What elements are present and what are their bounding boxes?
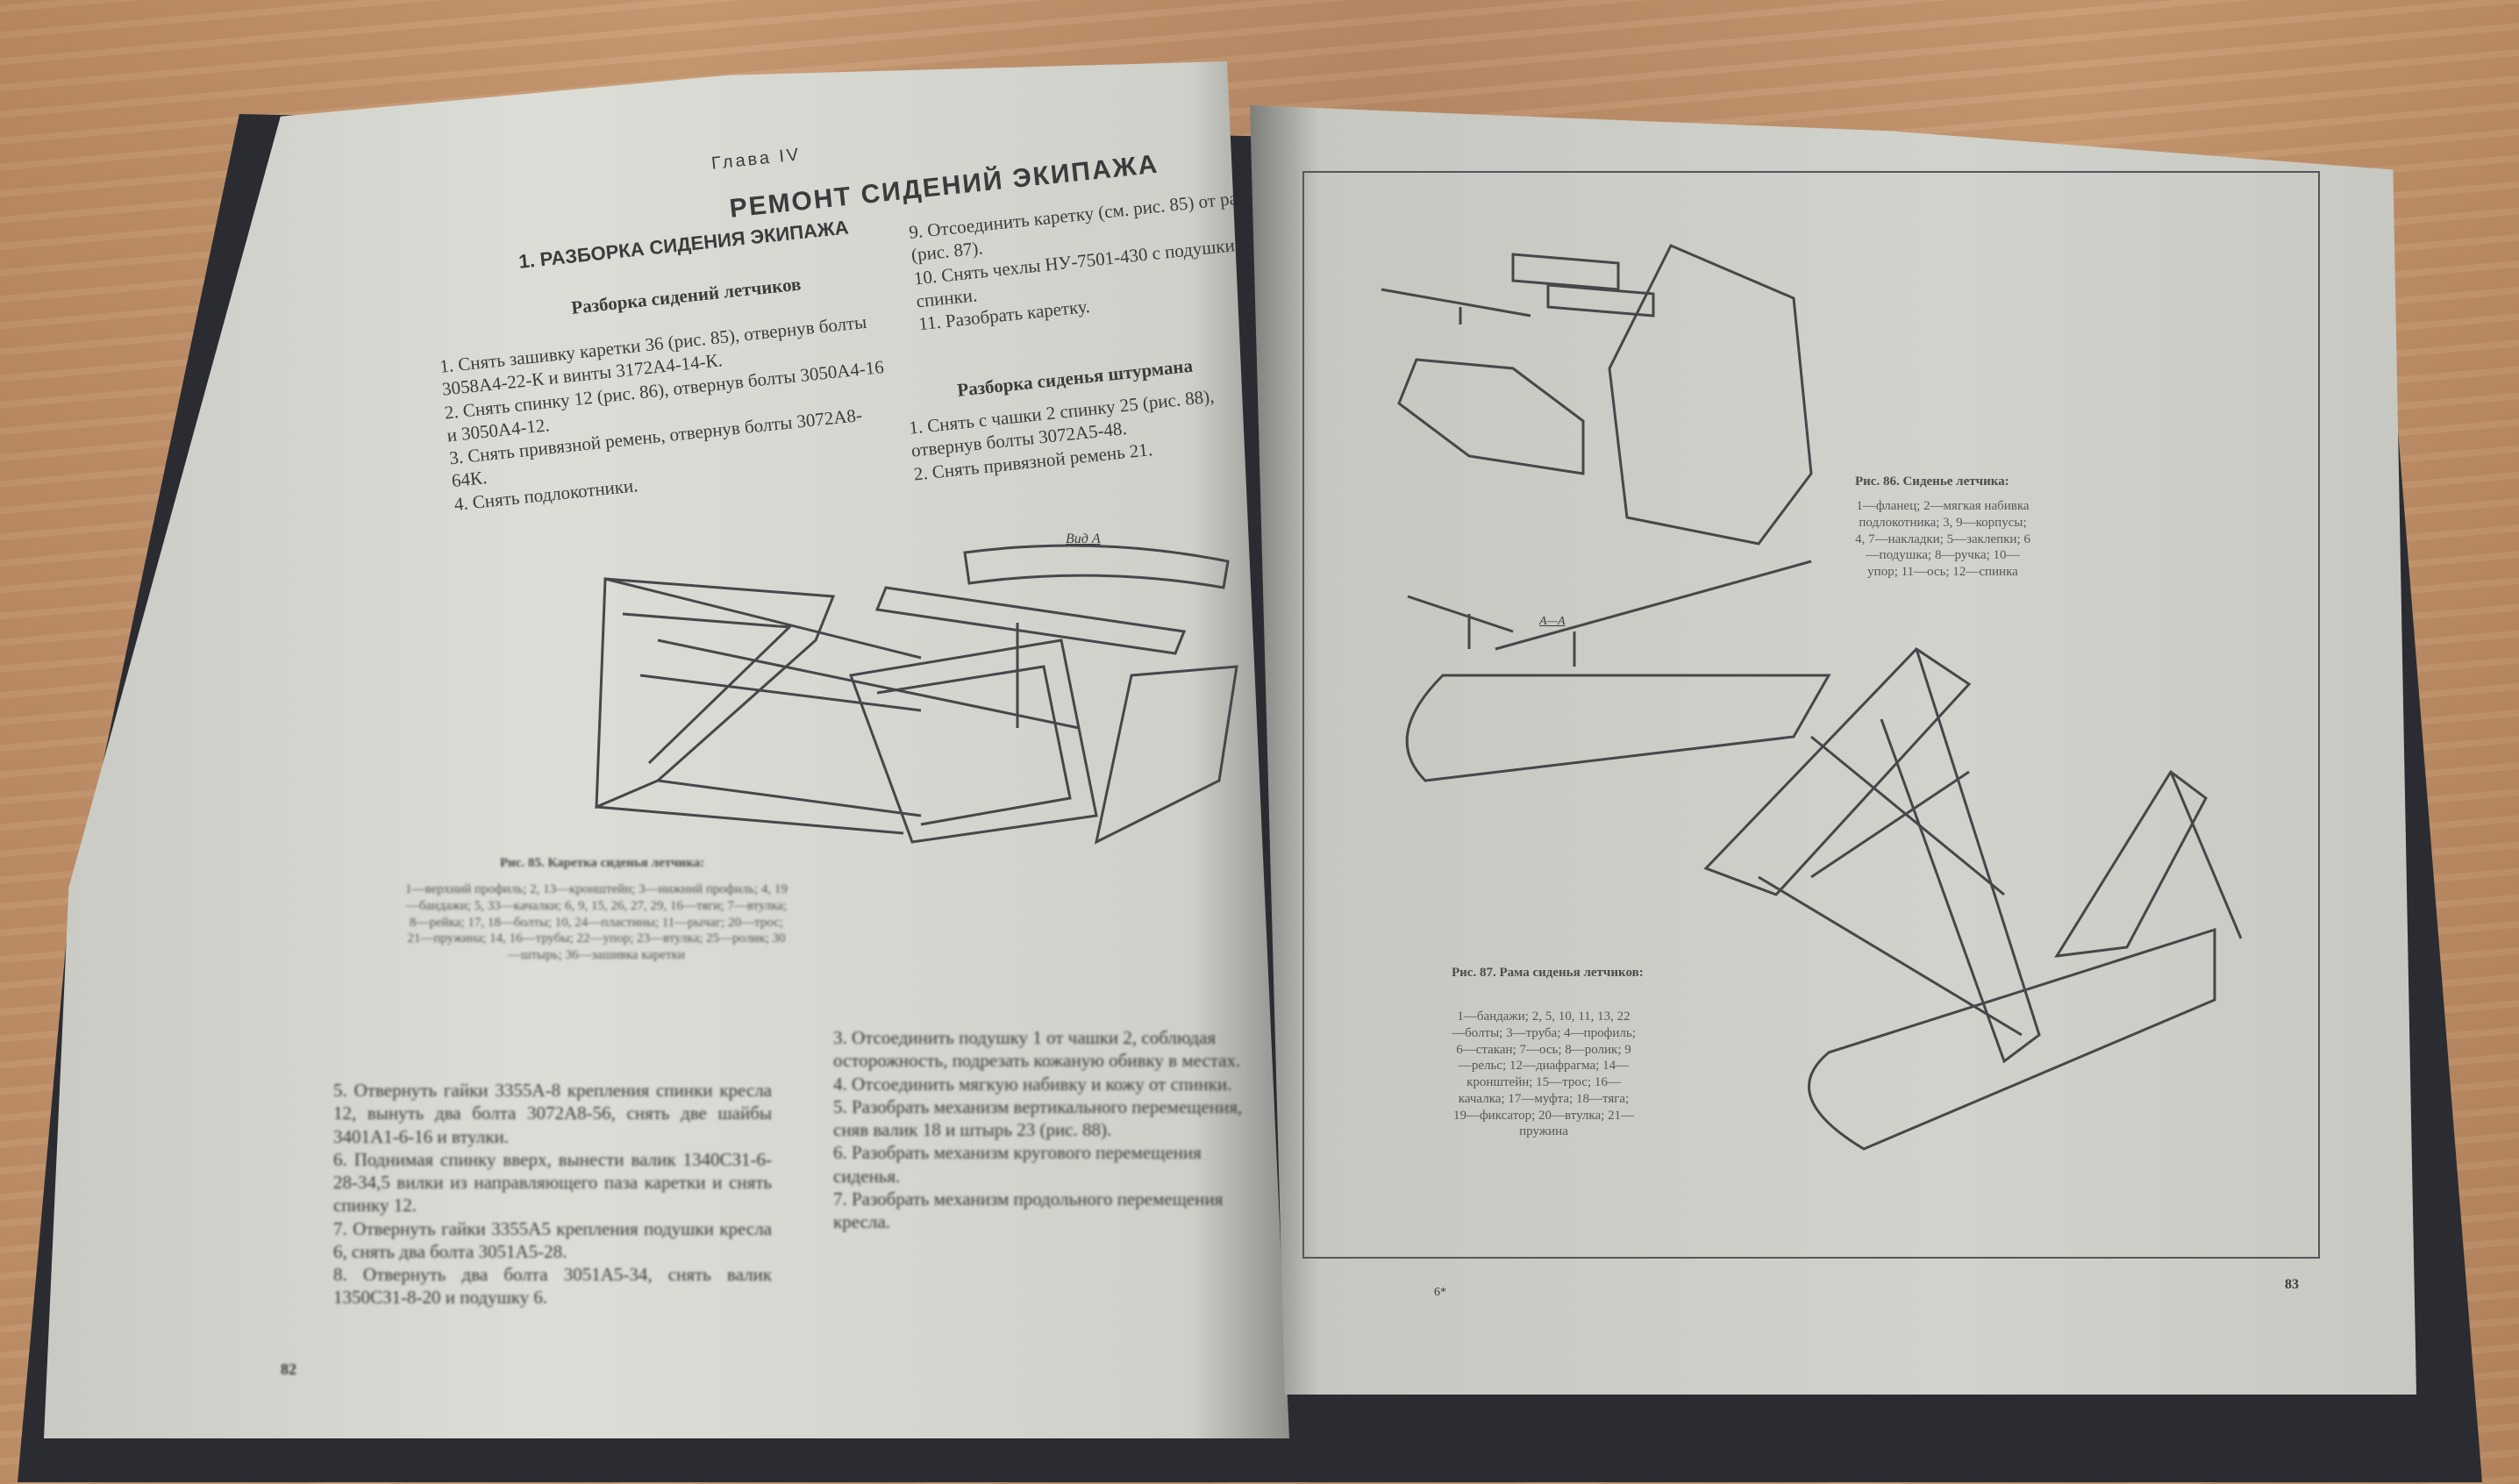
illustration-frame: [1302, 171, 2320, 1259]
signature-mark: 6*: [1434, 1286, 1446, 1299]
right-page-number: 83: [2285, 1277, 2299, 1292]
figure-86-caption-title: Рис. 86. Сиденье летчика:: [1855, 474, 2009, 489]
left-page-number: 82: [281, 1360, 296, 1378]
lower-left-column-text: 5. Отвернуть гайки 3355А-8 крепления спи…: [333, 1080, 772, 1309]
figure-86-seat-drawing: [1381, 244, 1813, 546]
figure-87-frame-drawing: [1405, 560, 2243, 1151]
figure-85-caption-text: 1—верхний профиль; 2, 13—кронштейн; 3—ни…: [405, 882, 788, 962]
right-page: Рис. 86. Сиденье летчика: 1—фланец; 2—мя…: [1250, 105, 2416, 1395]
figure-87-caption-text: 1—бандажи; 2, 5, 10, 11, 13, 22—болты; 3…: [1452, 1010, 1636, 1139]
left-page: Глава IV РЕМОНТ СИДЕНИЙ ЭКИПАЖА 1. РАЗБО…: [44, 61, 1289, 1438]
figure-86-caption-text: 1—фланец; 2—мягкая набивка подлокотника;…: [1855, 499, 2030, 579]
lower-right-column-text: 3. Отсоединить подушку 1 от чашки 2, соб…: [833, 1027, 1243, 1232]
view-label: Вид А: [1066, 532, 1101, 546]
figure-85-carriage-drawing: [595, 544, 1238, 845]
figure-87-caption-title: Рис. 87. Рама сиденья летчиков:: [1452, 966, 1644, 980]
figure-85-caption-title: Рис. 85. Каретка сиденья летчика:: [500, 856, 705, 870]
section-a-a-label: А—А: [1539, 615, 1566, 628]
